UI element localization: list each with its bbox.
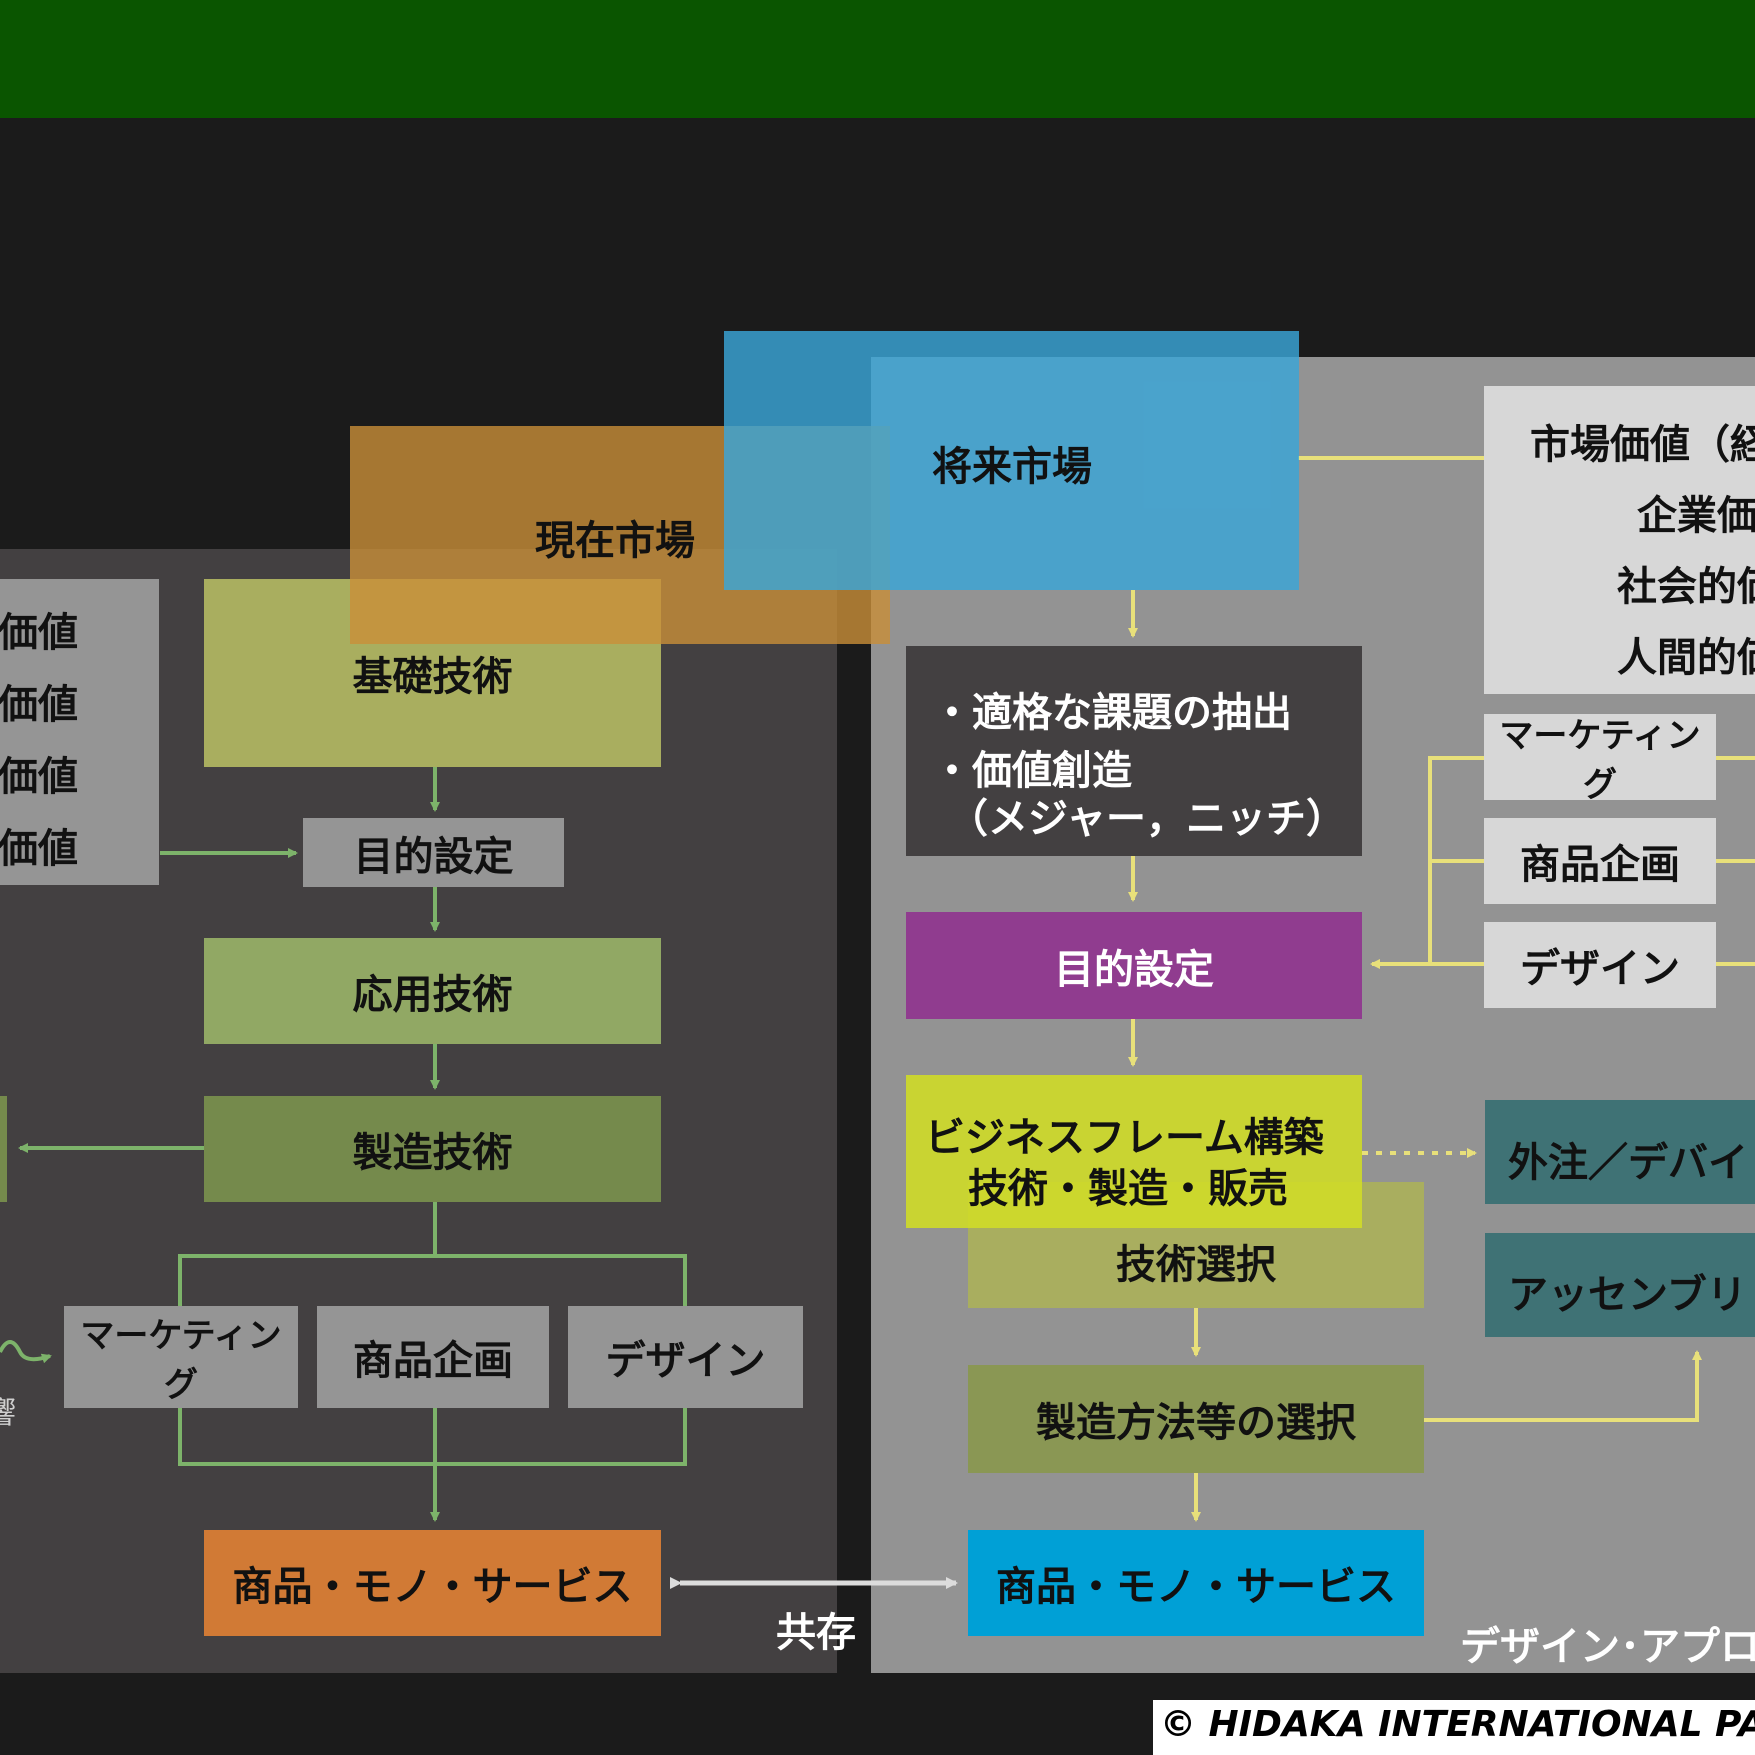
right-shouhin-kikaku-box: 商品企画 <box>1484 818 1716 904</box>
future-market-box <box>724 331 1299 590</box>
right-assembly-box <box>1485 1233 1755 1337</box>
left-shouhin-kikaku-label: 商品企画 <box>353 1338 513 1384</box>
left-marketing-box: マーケティング <box>64 1306 298 1408</box>
right-issue-1: ・適格な課題の抽出 <box>932 690 1292 736</box>
right-seizou-houhou-label: 製造方法等の選択 <box>1036 1400 1356 1446</box>
current-market-label: 現在市場 <box>535 518 695 564</box>
right-marketing-label: マーケティング <box>1499 716 1701 805</box>
right-values-box <box>1484 386 1755 694</box>
right-gaichuu-label: 外注／デバイ <box>1508 1140 1748 1186</box>
approach-label: デザイン･アプロ <box>1460 1624 1755 1670</box>
left-product-label: 商品・モノ・サービス <box>232 1564 633 1610</box>
right-business-line-2: 技術・製造・販売 <box>968 1166 1288 1212</box>
left-design-box: デザイン <box>568 1306 803 1408</box>
future-market-label: 将来市場 <box>932 444 1092 490</box>
left-product-box: 商品・モノ・サービス <box>204 1530 661 1636</box>
right-assembly-label: アッセンブリ <box>1508 1272 1747 1318</box>
right-product-label: 商品・モノ・サービス <box>996 1564 1396 1610</box>
right-value-1: 市場価値（経 <box>1530 422 1755 468</box>
coexist-label: 共存 <box>776 1610 856 1656</box>
right-issue-3: （メジャー，ニッチ） <box>948 796 1346 842</box>
left-value-1: 価値 <box>0 610 78 656</box>
left-edge-box <box>0 1096 7 1202</box>
left-value-4: 価値 <box>0 826 78 872</box>
left-design-label: デザイン <box>605 1338 766 1384</box>
right-issues-box <box>906 646 1362 856</box>
right-design-box: デザイン <box>1484 922 1716 1008</box>
right-mokuteki-label: 目的設定 <box>1054 946 1214 993</box>
right-mokuteki-box: 目的設定 <box>906 912 1362 1019</box>
left-seizou-box: 製造技術 <box>204 1096 661 1202</box>
left-marketing-label: マーケティング <box>80 1316 282 1405</box>
left-values-box <box>0 579 159 885</box>
right-business-box <box>906 1075 1362 1228</box>
left-seizou-label: 製造技術 <box>352 1130 513 1176</box>
right-gaichuu-box <box>1485 1100 1755 1204</box>
right-value-3: 社会的価 <box>1617 564 1755 610</box>
right-issue-2: ・価値創造 <box>932 748 1132 794</box>
left-mokuteki-box: 目的設定 <box>303 818 564 887</box>
left-partial-char: 響 <box>0 1396 16 1431</box>
right-value-4: 人間的価 <box>1617 635 1755 681</box>
left-ouyou-box: 応用技術 <box>204 938 661 1044</box>
footer-box <box>1153 1700 1755 1755</box>
right-seizou-houhou-box: 製造方法等の選択 <box>968 1365 1424 1473</box>
right-design-label: デザイン <box>1520 946 1680 992</box>
left-mokuteki-label: 目的設定 <box>353 833 514 880</box>
footer-label: © HIDAKA INTERNATIONAL PAT <box>1160 1704 1755 1745</box>
right-shouhin-kikaku-label: 商品企画 <box>1520 842 1680 888</box>
right-marketing-box: マーケティング <box>1484 714 1716 805</box>
left-ouyou-label: 応用技術 <box>352 972 513 1018</box>
right-business-line-1: ビジネスフレーム構築 <box>925 1115 1324 1161</box>
right-value-2: 企業価 <box>1637 493 1755 539</box>
left-value-2: 価値 <box>0 682 78 728</box>
left-value-3: 価値 <box>0 754 78 800</box>
right-product-box: 商品・モノ・サービス <box>968 1530 1424 1636</box>
header-bar <box>0 0 1755 118</box>
left-shouhin-kikaku-box: 商品企画 <box>317 1306 549 1408</box>
left-kiso-label: 基礎技術 <box>352 654 513 700</box>
right-gijutsu-sentaku-label: 技術選択 <box>1116 1242 1276 1288</box>
